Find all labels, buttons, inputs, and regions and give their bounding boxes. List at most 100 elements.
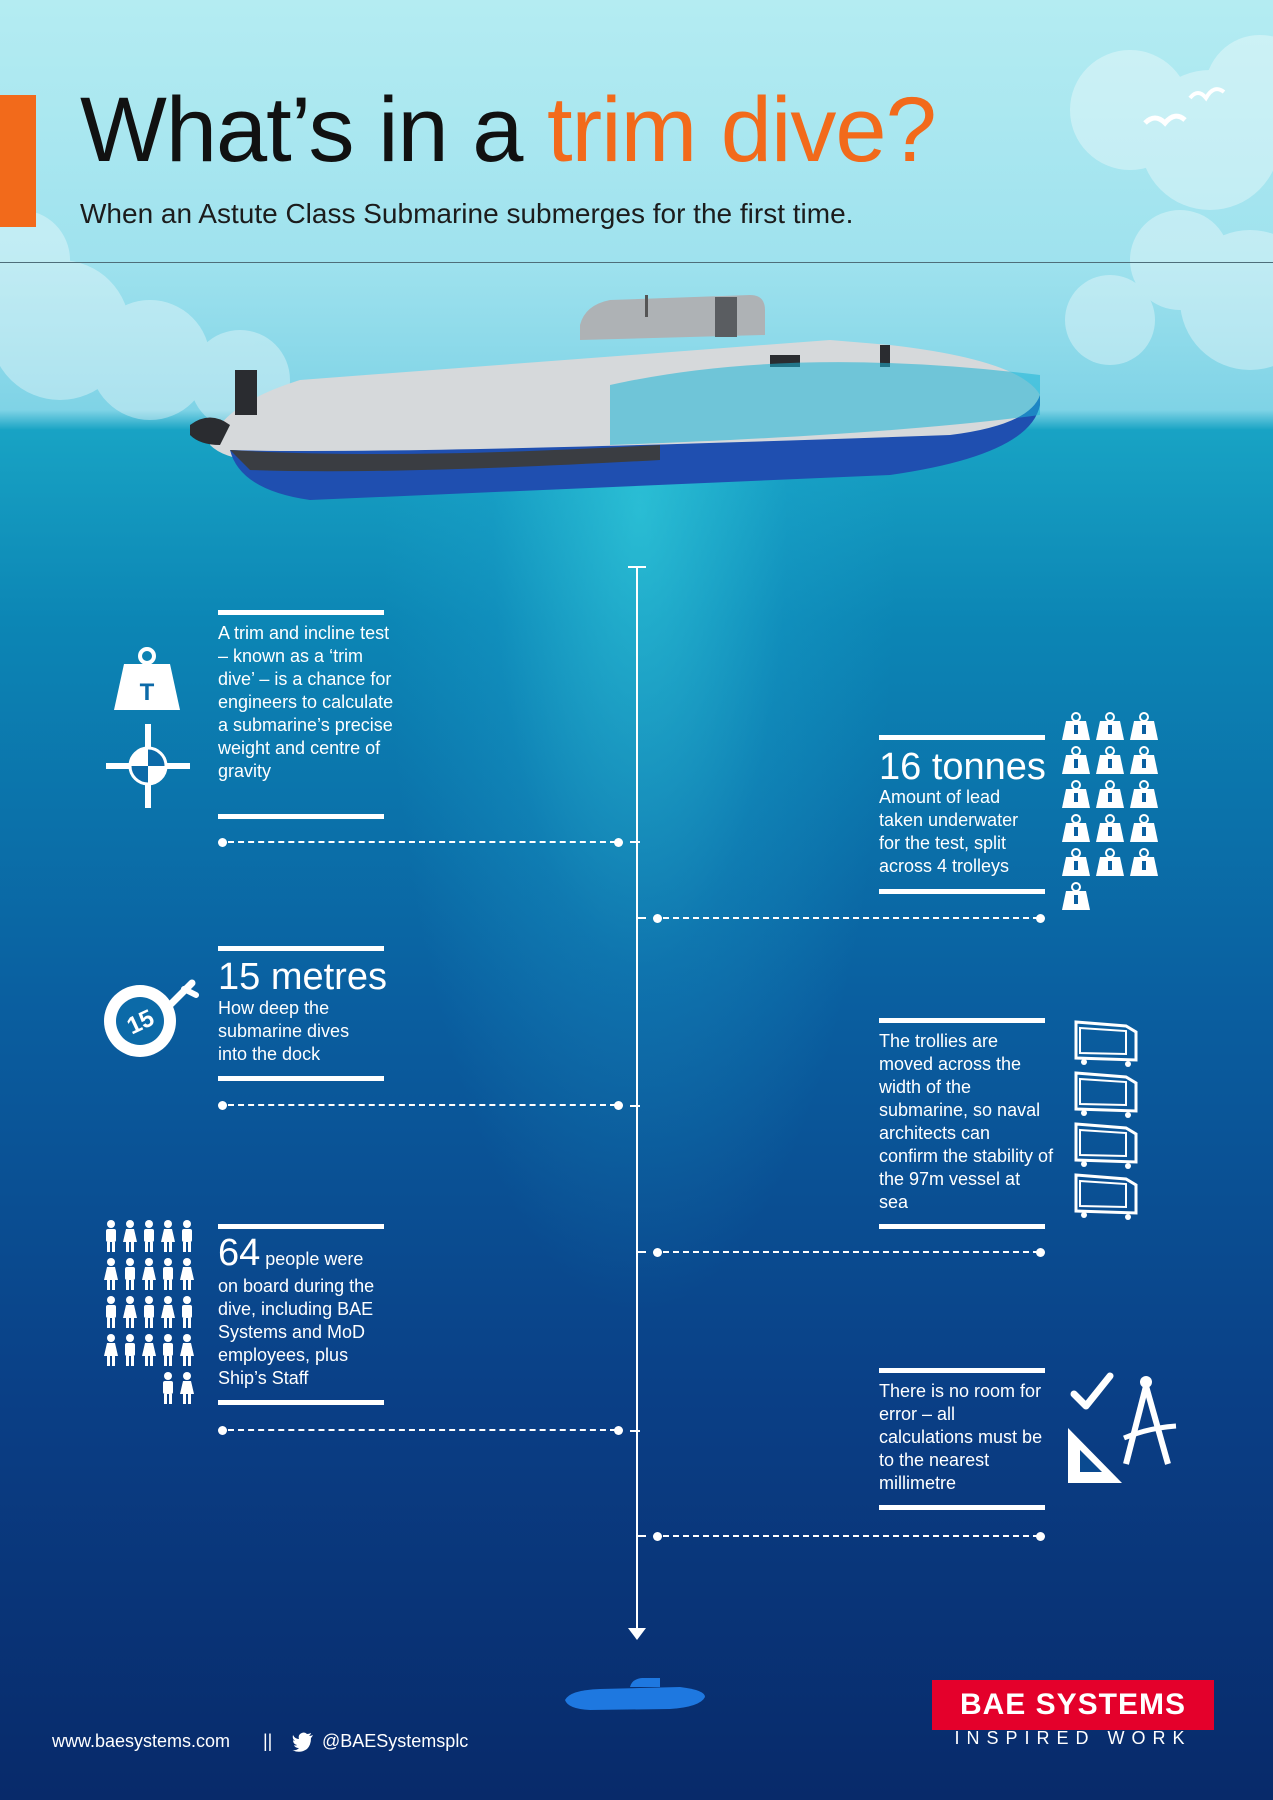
person-icon (180, 1372, 194, 1404)
timeline-tick (636, 917, 646, 919)
lead-weight-icon (1096, 780, 1124, 808)
lead-weight-icon (1130, 848, 1158, 876)
person-icon (123, 1220, 137, 1252)
card-top-rule (218, 946, 384, 951)
timeline-tick (636, 1535, 646, 1537)
people-headline-row: 64 people were (218, 1232, 363, 1275)
person-icon (106, 1220, 116, 1252)
person-icon (142, 1258, 156, 1290)
lead-weight-icon (1062, 712, 1090, 740)
people-headline: 64 (218, 1232, 261, 1274)
people-headline-suffix: people were (260, 1249, 364, 1269)
card-bottom-rule (879, 1224, 1045, 1229)
lead-weight-icon (1096, 848, 1124, 876)
connector-line (228, 841, 616, 843)
card-bottom-rule (218, 1076, 384, 1081)
person-icon (163, 1258, 173, 1290)
timeline-tick (630, 841, 640, 843)
twitter-handle-link[interactable]: @BAESystemsplc (322, 1731, 469, 1751)
card-bottom-rule (879, 889, 1045, 894)
trolley-icon (1074, 1020, 1138, 1067)
connector-dot (614, 1426, 623, 1435)
person-icon (106, 1296, 116, 1328)
connector-line (663, 1535, 1039, 1537)
card-top-rule (218, 610, 384, 615)
connector-dot (653, 1248, 662, 1257)
card-bottom-rule (218, 814, 384, 819)
timeline-tick (636, 1251, 646, 1253)
footer-separator: || (263, 1731, 273, 1751)
person-icon (144, 1220, 154, 1252)
lead-weight-icon (1062, 746, 1090, 774)
centre-of-gravity-icon (106, 724, 190, 808)
drafting-tools-icon (1068, 1372, 1177, 1483)
card-top-rule (879, 1018, 1045, 1023)
connector-dot (614, 1101, 623, 1110)
website-link[interactable]: www.baesystems.com (52, 1731, 231, 1751)
lead-weight-icon (1096, 814, 1124, 842)
lead-weight-icon (1130, 712, 1158, 740)
card-top-rule (218, 1224, 384, 1229)
connector-dot (218, 838, 227, 847)
weight-icon: T (114, 647, 180, 710)
connector-line (663, 1251, 1039, 1253)
small-submarine-icon (565, 1678, 705, 1710)
person-icon (180, 1334, 194, 1366)
lead-weight-icon (1062, 780, 1090, 808)
person-icon (144, 1296, 154, 1328)
person-icon (104, 1334, 118, 1366)
trolley-icon (1074, 1071, 1138, 1118)
person-icon (182, 1220, 192, 1252)
connector-line (228, 1104, 616, 1106)
lead-weight-icon (1062, 814, 1090, 842)
card-bottom-rule (218, 1400, 384, 1405)
person-icon (125, 1334, 135, 1366)
connector-dot (614, 838, 623, 847)
lead-weight-icon (1130, 780, 1158, 808)
timeline-line (636, 567, 638, 1632)
connector-dot (1036, 914, 1045, 923)
precision-text: There is no room for error – all calcula… (879, 1381, 1043, 1493)
trolley-icon (1074, 1122, 1138, 1169)
svg-text:T: T (140, 679, 155, 706)
trolleys-text: The trollies are moved across the width … (879, 1031, 1054, 1212)
connector-dot (653, 1532, 662, 1541)
light-beam (380, 420, 900, 1320)
person-icon (163, 1334, 173, 1366)
page-subtitle: When an Astute Class Submarine submerges… (80, 198, 854, 229)
person-icon (163, 1372, 173, 1404)
card-bottom-rule (879, 1505, 1045, 1510)
person-icon (142, 1334, 156, 1366)
person-icon (161, 1220, 175, 1252)
card-top-rule (879, 735, 1045, 740)
connector-dot (218, 1426, 227, 1435)
card-top-rule (879, 1368, 1045, 1373)
lead-weight-icon (1096, 746, 1124, 774)
depth-headline: 15 metres (218, 956, 387, 998)
timeline-tick (630, 1430, 640, 1432)
lead-weights-grid (1062, 712, 1158, 910)
person-icon (125, 1258, 135, 1290)
trolley-icons (1074, 1020, 1138, 1220)
twitter-bird-icon (292, 1732, 313, 1752)
lead-weight-icon (1130, 746, 1158, 774)
trolley-icon (1074, 1173, 1138, 1220)
lead-headline: 16 tonnes (879, 746, 1046, 788)
person-icon (123, 1296, 137, 1328)
connector-dot (1036, 1532, 1045, 1541)
people-icons (104, 1220, 194, 1404)
person-icon (161, 1296, 175, 1328)
connector-line (663, 917, 1039, 919)
connector-dot (218, 1101, 227, 1110)
bae-tagline: INSPIRED WORK (954, 1728, 1192, 1748)
trim-test-text: A trim and incline test – known as a ‘tr… (218, 623, 394, 781)
header-divider (0, 262, 1273, 263)
timeline-tick (630, 1105, 640, 1107)
lead-weight-icon (1062, 882, 1090, 910)
people-text: on board during the dive, including BAE … (218, 1276, 375, 1388)
depth-gauge-icon: 15 (104, 979, 199, 1057)
connector-line (228, 1429, 616, 1431)
person-icon (180, 1258, 194, 1290)
depth-text: How deep the submarine dives into the do… (218, 998, 350, 1064)
